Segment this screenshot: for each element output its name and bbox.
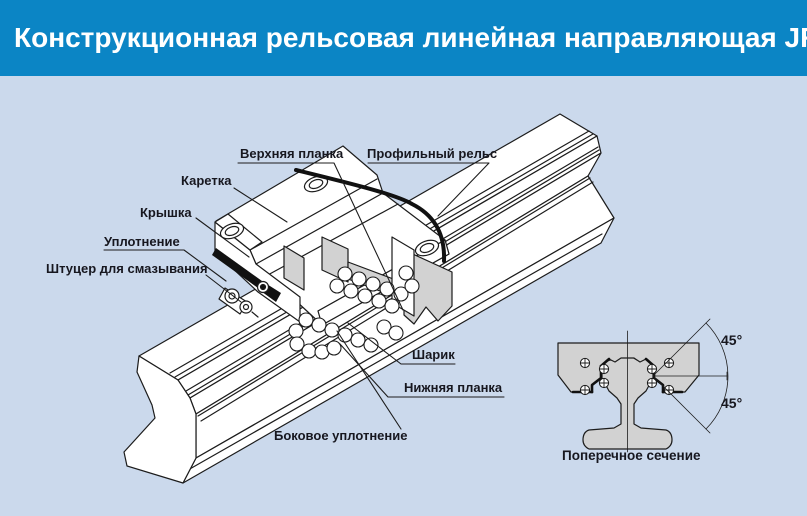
- angle-label-bottom: 45°: [721, 395, 743, 411]
- angle-annotation: [627, 318, 729, 453]
- grease-fitting: [218, 280, 270, 318]
- label-carriage: Каретка: [181, 173, 232, 188]
- mounting-holes: [219, 175, 440, 257]
- retainer-band: [294, 168, 447, 263]
- angle-label-top: 45°: [721, 332, 743, 348]
- page-title: Конструкционная рельсовая линейная напра…: [14, 22, 807, 53]
- label-side-seal: Боковое уплотнение: [274, 428, 408, 443]
- label-ball: Шарик: [412, 347, 455, 362]
- cross-section-view: [557, 318, 729, 453]
- label-cover: Крышка: [140, 205, 192, 220]
- rail-end-face: [123, 355, 197, 484]
- cross-section-caption: Поперечное сечение: [562, 448, 701, 463]
- label-lower-plate: Нижняя планка: [404, 380, 503, 395]
- leader-lines: [103, 162, 505, 430]
- cross-section-balls: [579, 357, 675, 396]
- label-upper-plate: Верхняя планка: [240, 146, 344, 161]
- label-profile-rail: Профильный рельс: [367, 146, 498, 161]
- label-seal: Уплотнение: [104, 234, 180, 249]
- ball-chains: [288, 265, 420, 360]
- label-grease-fitting: Штуцер для смазывания: [46, 261, 208, 276]
- title-bar: Конструкционная рельсовая линейная напра…: [0, 0, 807, 76]
